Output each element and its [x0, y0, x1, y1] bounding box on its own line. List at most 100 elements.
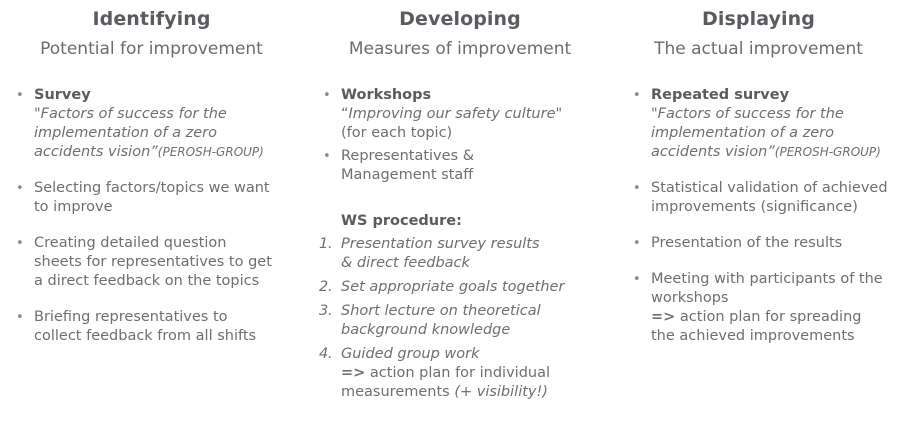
list-item: • Representatives & Management staff — [311, 147, 609, 185]
numbered-item-content: Set appropriate goals together — [341, 278, 609, 297]
procedure-heading-row: • WS procedure: — [311, 212, 609, 231]
numbered-list-item: 4. Guided group work => action plan for … — [311, 345, 609, 402]
list-item-content: Survey "Factors of success for the imple… — [34, 86, 299, 162]
item-quote-line-2: implementation of a zero — [651, 124, 834, 141]
list-item: • Workshops “Improving our safety cultur… — [311, 86, 609, 143]
list-item-content: Meeting with participants of the worksho… — [651, 270, 896, 346]
item-text-line-1: Statistical validation of achieved — [651, 179, 888, 196]
arrow-line-text: action plan for spreading — [675, 308, 862, 325]
list-item: • Survey "Factors of success for the imp… — [4, 86, 299, 162]
item-quote-line-3-text: accidents vision” — [651, 143, 775, 160]
column-identifying: Identifying Potential for improvement • … — [0, 0, 305, 434]
bullet-marker: • — [16, 180, 24, 196]
item-lead-label: Repeated survey — [651, 86, 790, 103]
list-item-content: Statistical validation of achieved impro… — [651, 179, 896, 217]
column-1-subtitle: Potential for improvement — [40, 38, 263, 59]
list-item-content: Repeated survey "Factors of success for … — [651, 86, 896, 162]
section-spacer — [311, 202, 609, 212]
list-item-content: Presentation of the results — [651, 234, 896, 253]
item-quote-line-1: "Factors of success for the — [651, 105, 844, 122]
column-1-title: Identifying — [92, 8, 211, 30]
numbered-item-content: Guided group work => action plan for ind… — [341, 345, 609, 402]
item-quote-line-3: accidents vision”(PEROSH-GROUP) — [651, 143, 896, 162]
item-text-line-1: Presentation of the results — [651, 234, 843, 251]
item-text-line-2: & direct feedback — [341, 254, 470, 271]
item-text-line-2: (for each topic) — [341, 124, 453, 141]
list-item: • Presentation of the results — [621, 234, 896, 253]
item-quote-line-3-text: accidents vision” — [34, 143, 158, 160]
item-text-line-1: Selecting factors/topics we want — [34, 179, 270, 196]
list-item: • Briefing representatives to collect fe… — [4, 308, 299, 346]
number-marker: 4. — [319, 345, 333, 362]
bullet-marker: • — [323, 87, 331, 103]
item-text-line-2: background knowledge — [341, 321, 511, 338]
procedure-numbered-list: 1. Presentation survey results & direct … — [311, 235, 609, 402]
list-item: • Creating detailed question sheets for … — [4, 234, 299, 291]
item-lead-label: Survey — [34, 86, 91, 103]
item-text-line-1: Set appropriate goals together — [341, 278, 565, 295]
procedure-heading-content: WS procedure: — [341, 212, 609, 231]
column-3-subtitle: The actual improvement — [654, 38, 863, 59]
arrow-glyph: => — [341, 364, 366, 381]
procedure-heading-label: WS procedure: — [341, 212, 462, 229]
item-text-line-3: a direct feedback on the topics — [34, 272, 260, 289]
column-1-body: • Survey "Factors of success for the imp… — [4, 86, 299, 346]
quote-close-mark: " — [555, 105, 563, 122]
bullet-marker: • — [633, 180, 641, 196]
column-3-body: • Repeated survey "Factors of success fo… — [621, 86, 896, 346]
item-quote-line-2: implementation of a zero — [34, 124, 217, 141]
column-2-title: Developing — [399, 8, 521, 30]
item-text-line-4: the achieved improvements — [651, 327, 855, 344]
number-marker: 1. — [319, 235, 333, 252]
bullet-marker: • — [323, 148, 331, 164]
item-text-line-3-emphasis: (+ visibility!) — [454, 383, 548, 400]
numbered-list-item: 1. Presentation survey results & direct … — [311, 235, 609, 273]
item-lead-label: Workshops — [341, 86, 432, 103]
list-item: • Statistical validation of achieved imp… — [621, 179, 896, 217]
item-arrow-line: => action plan for spreading — [651, 308, 896, 327]
quote-body: Improving our safety culture — [348, 105, 556, 122]
column-1-header: Identifying Potential for improvement — [4, 0, 299, 60]
arrow-line-text: action plan for individual — [365, 364, 550, 381]
bullet-marker: • — [633, 271, 641, 287]
item-text-line-2: collect feedback from all shifts — [34, 327, 257, 344]
column-displaying: Displaying The actual improvement • Repe… — [615, 0, 900, 434]
list-item-content: Briefing representatives to collect feed… — [34, 308, 299, 346]
column-developing: Developing Measures of improvement • Wor… — [305, 0, 615, 434]
list-item-content: Representatives & Management staff — [341, 147, 609, 185]
bullet-marker: • — [633, 235, 641, 251]
list-item: • Selecting factors/topics we want to im… — [4, 179, 299, 217]
item-source-note: (PEROSH-GROUP) — [774, 144, 881, 159]
bullet-marker: • — [16, 309, 24, 325]
item-text-line-1: Briefing representatives to — [34, 308, 228, 325]
number-marker: 3. — [319, 302, 333, 319]
item-source-note: (PEROSH-GROUP) — [157, 144, 264, 159]
item-text-line-2: improvements (significance) — [651, 198, 858, 215]
item-text-line-1: Meeting with participants of the — [651, 270, 883, 287]
item-text-line-1: Creating detailed question — [34, 234, 227, 251]
numbered-list-item: 2. Set appropriate goals together — [311, 278, 609, 297]
item-text-line-3-main: measurements — [341, 383, 455, 400]
item-text-line-1: Presentation survey results — [341, 235, 540, 252]
item-text-line-2: Management staff — [341, 166, 474, 183]
item-arrow-line: => action plan for individual — [341, 364, 609, 383]
bullet-marker: • — [633, 87, 641, 103]
column-2-body: • Workshops “Improving our safety cultur… — [311, 86, 609, 402]
item-quote-line-3: accidents vision”(PEROSH-GROUP) — [34, 143, 299, 162]
list-item-content: Creating detailed question sheets for re… — [34, 234, 299, 291]
list-item-content: Workshops “Improving our safety culture"… — [341, 86, 609, 143]
column-3-header: Displaying The actual improvement — [621, 0, 896, 60]
item-text-line-3: measurements (+ visibility!) — [341, 383, 609, 402]
item-text-line-1: Representatives & — [341, 147, 475, 164]
numbered-item-content: Short lecture on theoretical background … — [341, 302, 609, 340]
item-text-line-2: workshops — [651, 289, 729, 306]
list-item: • Repeated survey "Factors of success fo… — [621, 86, 896, 162]
numbered-list-item: 3. Short lecture on theoretical backgrou… — [311, 302, 609, 340]
item-text-line-1: Guided group work — [341, 345, 480, 362]
numbered-item-content: Presentation survey results & direct fee… — [341, 235, 609, 273]
item-text-line-2: sheets for representatives to get — [34, 253, 272, 270]
number-marker: 2. — [319, 278, 333, 295]
list-item: • Meeting with participants of the works… — [621, 270, 896, 346]
